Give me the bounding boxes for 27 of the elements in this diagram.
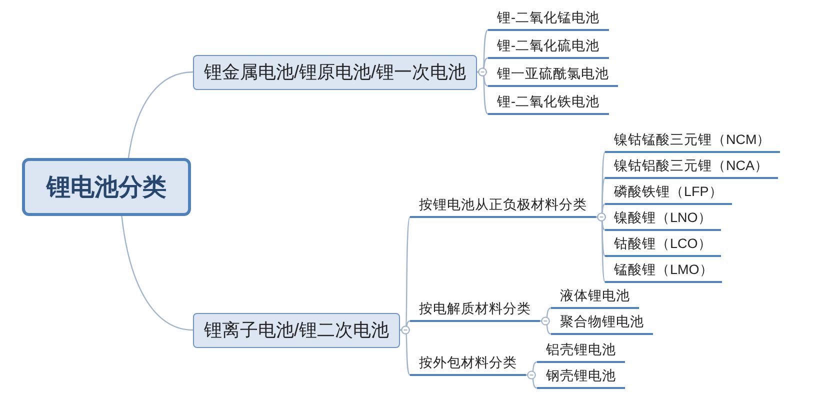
subtopic-label: 按锂电池从正负极材料分类 (410, 195, 596, 218)
subtopic-label: 聚合物锂电池 (551, 312, 653, 335)
connector-line (400, 326, 410, 376)
subtopic-label: 锂一亚硫酰氯电池 (488, 64, 618, 87)
subtopic-label: 钴酸锂（LCO） (605, 234, 721, 257)
subtopic-label: 镍钴铝酸三元锂（NCA） (605, 156, 778, 179)
topic-box: 锂离子电池/锂二次电池 (193, 312, 400, 348)
connector-line (128, 71, 194, 158)
subtopic-label: 钢壳锂电池 (537, 366, 625, 389)
subtopic-label: 液体锂电池 (551, 286, 639, 309)
connector-line (121, 216, 194, 331)
connector-line (526, 370, 538, 389)
subtopic-label: 按外包材料分类 (410, 353, 526, 376)
subtopic-label: 锂-二氧化硫电池 (488, 36, 608, 59)
connector-line (540, 316, 552, 335)
subtopic-label: 镍酸锂（LNO） (605, 208, 721, 231)
subtopic-label: 锂-二氧化锰电池 (488, 8, 608, 31)
connector-line (596, 212, 606, 282)
subtopic-label: 锰酸锂（LMO） (605, 260, 722, 283)
subtopic-label: 锂-二氧化铁电池 (488, 92, 608, 115)
connector-line (477, 68, 488, 114)
central-topic-box: 锂电池分类 (22, 158, 191, 216)
subtopic-label: 磷酸铁锂（LFP） (605, 182, 732, 205)
topic-box: 锂金属电池/锂原电池/锂一次电池 (193, 54, 478, 90)
subtopic-label: 镍钴锰酸三元锂（NCM） (605, 130, 780, 153)
subtopic-label: 按电解质材料分类 (410, 299, 540, 322)
subtopic-label: 铝壳锂电池 (537, 340, 625, 363)
